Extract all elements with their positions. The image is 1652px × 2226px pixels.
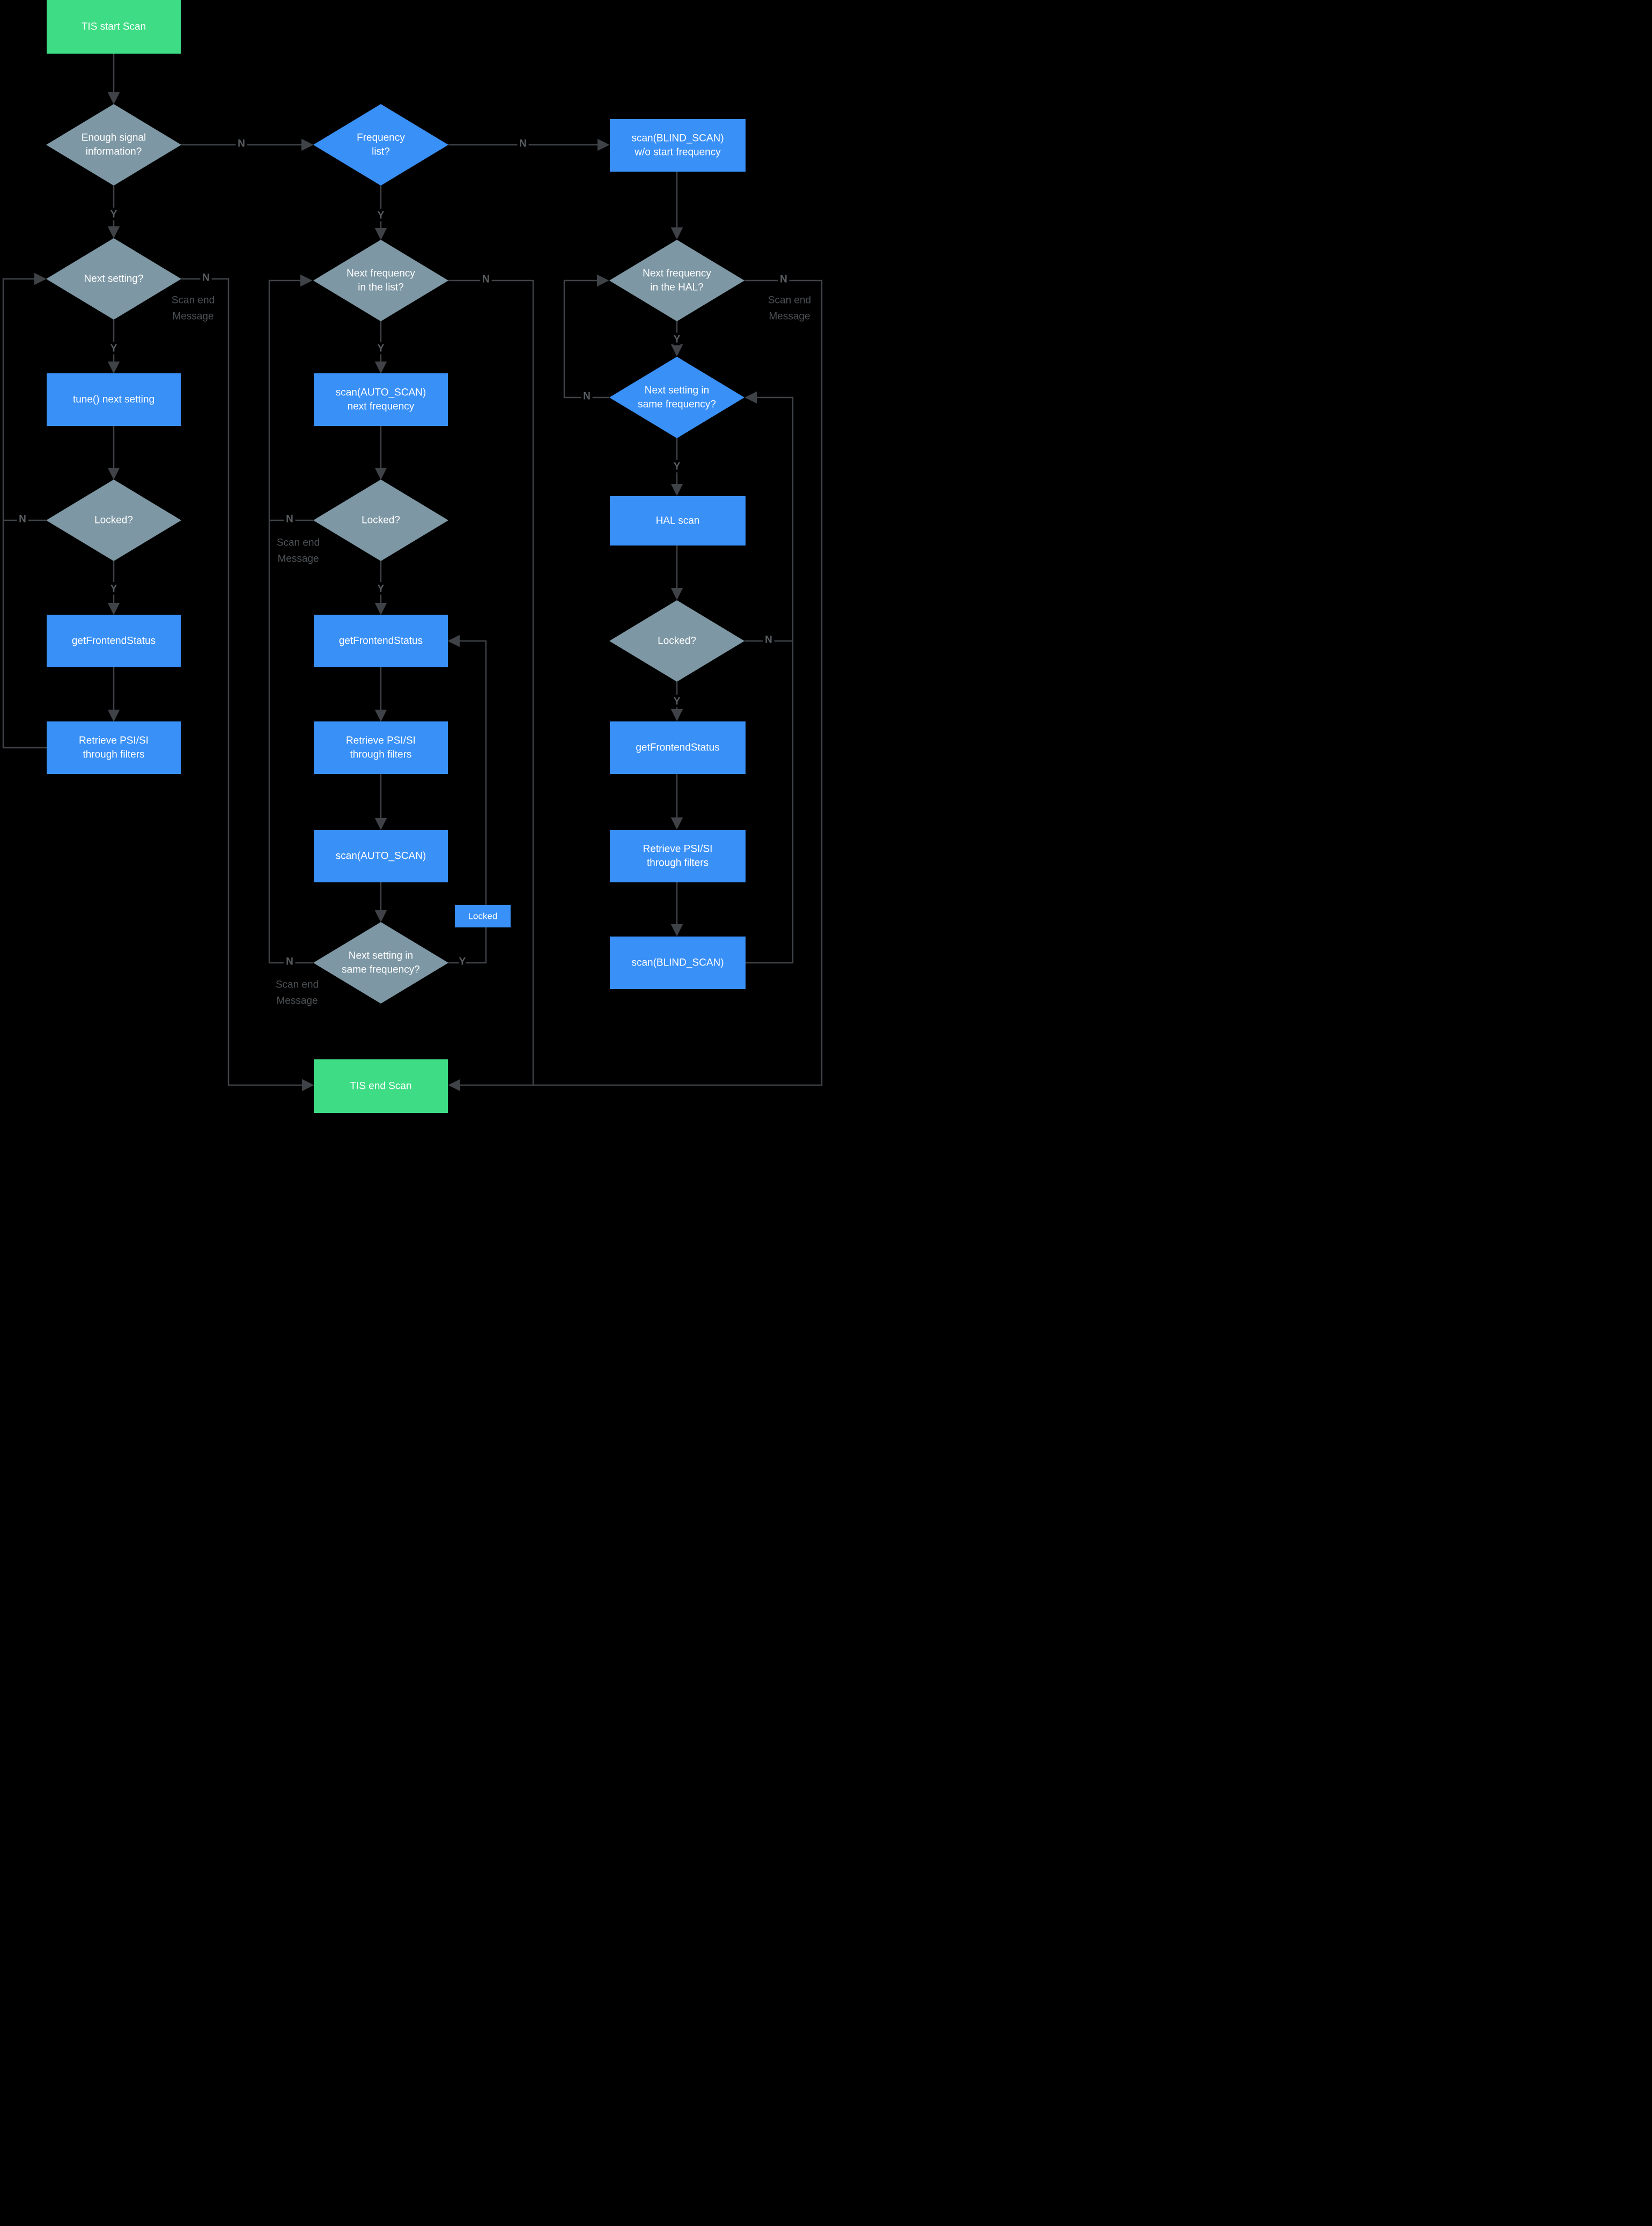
label-n-next-setting: N [202, 272, 210, 284]
label-scan-end-message-right-2: Message [769, 311, 810, 322]
process-get-frontend-status-left: getFrontendStatus [47, 615, 181, 667]
svg-text:scan(BLIND_SCAN)w/o start freq: scan(BLIND_SCAN)w/o start frequency [631, 133, 724, 158]
label-scan-end-message-bottom-2: Message [276, 996, 318, 1007]
label-n-next-setting-same-middle: N [286, 956, 293, 968]
edge-next-setting-n-to-end [181, 278, 314, 1092]
svg-text:getFrontendStatus: getFrontendStatus [636, 742, 719, 754]
label-n-next-freq-list: N [482, 274, 490, 285]
edge-psi-left-loop-to-next-setting [2, 272, 47, 749]
svg-text:TIS end Scan: TIS end Scan [350, 1081, 411, 1092]
label-n-enough-signal: N [238, 138, 245, 150]
label-scan-end-message-mid-2: Message [277, 554, 319, 565]
process-get-frontend-status-middle: getFrontendStatus [314, 615, 448, 667]
svg-text:Locked?: Locked? [658, 636, 696, 647]
process-tune-next-setting: tune() next setting [47, 373, 181, 426]
label-y-next-freq-list: Y [378, 343, 385, 355]
end-node-tis-end-scan: TIS end Scan [314, 1059, 448, 1113]
decision-locked-left: Locked? [46, 480, 181, 561]
svg-text:scan(AUTO_SCAN)next frequency: scan(AUTO_SCAN)next frequency [336, 387, 426, 412]
process-scan-auto-scan-next-frequency: scan(AUTO_SCAN)next frequency [314, 373, 448, 426]
process-scan-blind-scan: scan(BLIND_SCAN) [610, 937, 746, 989]
label-scan-end-message-left-1: Scan end [172, 295, 215, 306]
start-node-tis-start-scan: TIS start Scan [47, 0, 181, 54]
svg-text:getFrontendStatus: getFrontendStatus [72, 636, 156, 647]
label-n-locked-middle: N [286, 514, 293, 525]
svg-text:scan(AUTO_SCAN): scan(AUTO_SCAN) [336, 851, 426, 862]
edge-next-setting-same-n-loop-to-hal [563, 274, 609, 399]
label-y-locked-middle: Y [378, 584, 385, 595]
decision-locked-middle: Locked? [313, 480, 448, 561]
label-y-next-freq-hal: Y [674, 334, 681, 345]
label-y-next-setting-same-middle: Y [459, 956, 466, 968]
process-scan-auto-scan: scan(AUTO_SCAN) [314, 830, 448, 882]
process-get-frontend-status-right: getFrontendStatus [610, 721, 746, 774]
edge-blind-scan-loop-to-next-setting-same [744, 391, 794, 964]
label-scan-end-message-mid-1: Scan end [277, 537, 320, 549]
svg-text:Next setting?: Next setting? [84, 274, 144, 285]
svg-text:Locked?: Locked? [362, 515, 400, 526]
label-y-frequency-list: Y [378, 210, 385, 222]
label-y-locked-right: Y [674, 696, 681, 707]
svg-text:getFrontendStatus: getFrontendStatus [339, 636, 423, 647]
process-hal-scan: HAL scan [610, 496, 746, 546]
svg-text:HAL scan: HAL scan [656, 515, 700, 527]
label-scan-end-message-right-1: Scan end [768, 295, 811, 306]
label-n-next-setting-same-right: N [583, 391, 591, 402]
label-scan-end-message-left-2: Message [172, 311, 213, 322]
label-y-next-setting-same-right: Y [674, 461, 681, 473]
label-y-next-setting: Y [110, 343, 117, 355]
label-n-locked-right: N [765, 635, 772, 646]
edge-label-box-locked: Locked [455, 905, 511, 927]
decision-locked-right: Locked? [609, 600, 744, 682]
svg-text:Locked?: Locked? [94, 515, 133, 526]
svg-text:TIS start Scan: TIS start Scan [82, 21, 146, 33]
edge-next-freq-list-n-down [448, 279, 534, 1085]
decision-next-setting: Next setting? [46, 238, 181, 320]
label-y-locked-left: Y [110, 584, 117, 595]
svg-text:Locked: Locked [468, 911, 498, 922]
label-n-frequency-list: N [519, 138, 527, 150]
edge-middle-feedback-to-next-freq-list [268, 274, 313, 964]
label-n-locked-left: N [19, 514, 26, 525]
process-scan-blind-scan-wo-start-frequency: scan(BLIND_SCAN)w/o start frequency [610, 119, 746, 172]
edge-middle-y-loop-to-gfs [447, 635, 487, 964]
svg-text:scan(BLIND_SCAN): scan(BLIND_SCAN) [631, 957, 724, 969]
label-n-next-freq-hal: N [780, 274, 787, 285]
edge-hal-n-scan-end-to-end [448, 279, 823, 1092]
label-y-enough-signal: Y [110, 209, 117, 220]
label-scan-end-message-bottom-1: Scan end [276, 979, 319, 991]
svg-text:tune() next setting: tune() next setting [73, 394, 154, 406]
